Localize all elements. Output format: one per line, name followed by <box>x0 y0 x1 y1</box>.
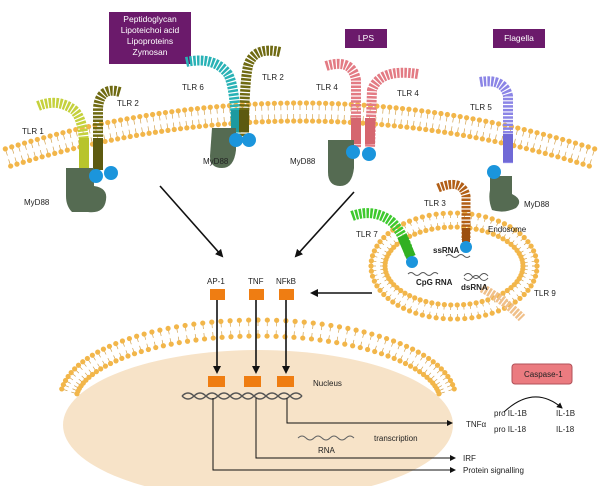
tlr4-label-1: TLR 4 <box>316 83 338 92</box>
arrow-to-protein-signalling <box>212 398 456 473</box>
tlr9-receptor <box>479 284 526 322</box>
pamp-ligand-box: Peptidoglycan Lipoteichoi acid Lipoprote… <box>109 12 191 64</box>
pro-il18-label: pro IL-18 <box>494 425 527 434</box>
tlr5-receptor <box>479 76 513 164</box>
myd88-label-1: MyD88 <box>24 198 50 207</box>
nfkb-label: NFkB <box>276 277 296 286</box>
pamp-line-2: Lipoteichoi acid <box>120 25 180 35</box>
flagella-label: Flagella <box>504 33 534 43</box>
caspase-cleavage-arrow <box>503 396 563 413</box>
tlr1-receptor <box>36 97 89 180</box>
tlr2-receptor-1 <box>93 85 122 170</box>
tlr5-label: TLR 5 <box>470 103 492 112</box>
pamp-line-3: Lipoproteins <box>126 36 174 46</box>
ssrna-label: ssRNA <box>433 246 459 255</box>
cpg-rna-strand <box>407 272 439 276</box>
pro-il1b-label: pro IL-1B <box>494 409 527 418</box>
ap1-nuclear-box <box>208 376 225 387</box>
dsrna-strand <box>463 273 489 281</box>
tlr4-label-2: TLR 4 <box>397 89 419 98</box>
caspase-1-box <box>511 363 573 385</box>
tlr2-label-2: TLR 2 <box>262 73 284 82</box>
nuclear-membrane <box>59 317 457 397</box>
nucleus-body <box>63 350 453 486</box>
rna-label: RNA <box>318 446 336 455</box>
myd88-label-3: MyD88 <box>290 157 316 166</box>
tlr3-label: TLR 3 <box>424 199 446 208</box>
lps-box: LPS <box>345 29 387 48</box>
protein-signalling-label: Protein signalling <box>463 466 524 475</box>
tlr4-receptor-2 <box>365 67 419 149</box>
tir-domain-1 <box>89 169 103 183</box>
arrow-to-nfkb-left <box>159 185 224 258</box>
tlr7-label: TLR 7 <box>356 230 378 239</box>
myd88-label-2: MyD88 <box>203 157 229 166</box>
tir-domain-2 <box>104 166 118 180</box>
tlr1-label: TLR 1 <box>22 127 44 136</box>
tlr2-label-1: TLR 2 <box>117 99 139 108</box>
tlr6-receptor <box>184 55 241 141</box>
tlr3-receptor <box>436 179 471 242</box>
pamp-line-1: Peptidoglycan <box>123 14 177 24</box>
tlr6-label: TLR 6 <box>182 83 204 92</box>
cpg-rna-label: CpG RNA <box>416 278 453 287</box>
pamp-line-4: Zymosan <box>132 47 168 57</box>
dsrna-label: dsRNA <box>461 283 488 292</box>
tlr2-receptor-2 <box>239 45 282 141</box>
tnf-box <box>249 289 264 300</box>
tir-domain-4 <box>242 133 256 147</box>
irf-label: IRF <box>463 454 476 463</box>
endosome-membrane <box>368 210 540 322</box>
nfkb-nuclear-box <box>277 376 294 387</box>
tlr7-receptor <box>350 208 416 259</box>
tir-domain-6 <box>362 147 376 161</box>
nfkb-box <box>279 289 294 300</box>
arrow-to-nfkb-right <box>294 191 355 258</box>
plasma-membrane <box>2 100 598 169</box>
ssrna-strand <box>445 254 471 258</box>
tlr9-label: TLR 9 <box>534 289 556 298</box>
il1b-label: IL-1B <box>556 409 575 418</box>
caspase-1-label: Caspase-1 <box>524 370 563 379</box>
tir-domain-3 <box>229 133 243 147</box>
tir-domain-7 <box>487 165 501 179</box>
tlr4-receptor-1 <box>324 58 361 148</box>
tir-domain-9 <box>460 241 472 253</box>
tnfa-label: TNFα <box>466 420 487 429</box>
il18-label: IL-18 <box>556 425 575 434</box>
tir-domain-8 <box>406 256 418 268</box>
transcription-label: transcription <box>374 434 418 443</box>
tnf-nuclear-box <box>244 376 261 387</box>
nucleus-label: Nucleus <box>313 379 342 388</box>
arrow-to-irf <box>255 398 456 461</box>
myd88-label-4: MyD88 <box>524 200 550 209</box>
ap1-label: AP-1 <box>207 277 225 286</box>
lps-label: LPS <box>357 33 375 43</box>
ap1-box <box>210 289 225 300</box>
flagella-box: Flagella <box>493 29 545 48</box>
myd88-adaptor-1 <box>66 168 107 213</box>
dna-helix-strand-2 <box>181 392 303 400</box>
tnf-label: TNF <box>248 277 264 286</box>
tir-domain-5 <box>346 145 360 159</box>
endosome-label: Endosome <box>488 225 527 234</box>
rna-strand <box>297 435 355 441</box>
myd88-adaptor-4 <box>489 176 520 212</box>
arrow-to-tnfa <box>286 398 453 426</box>
